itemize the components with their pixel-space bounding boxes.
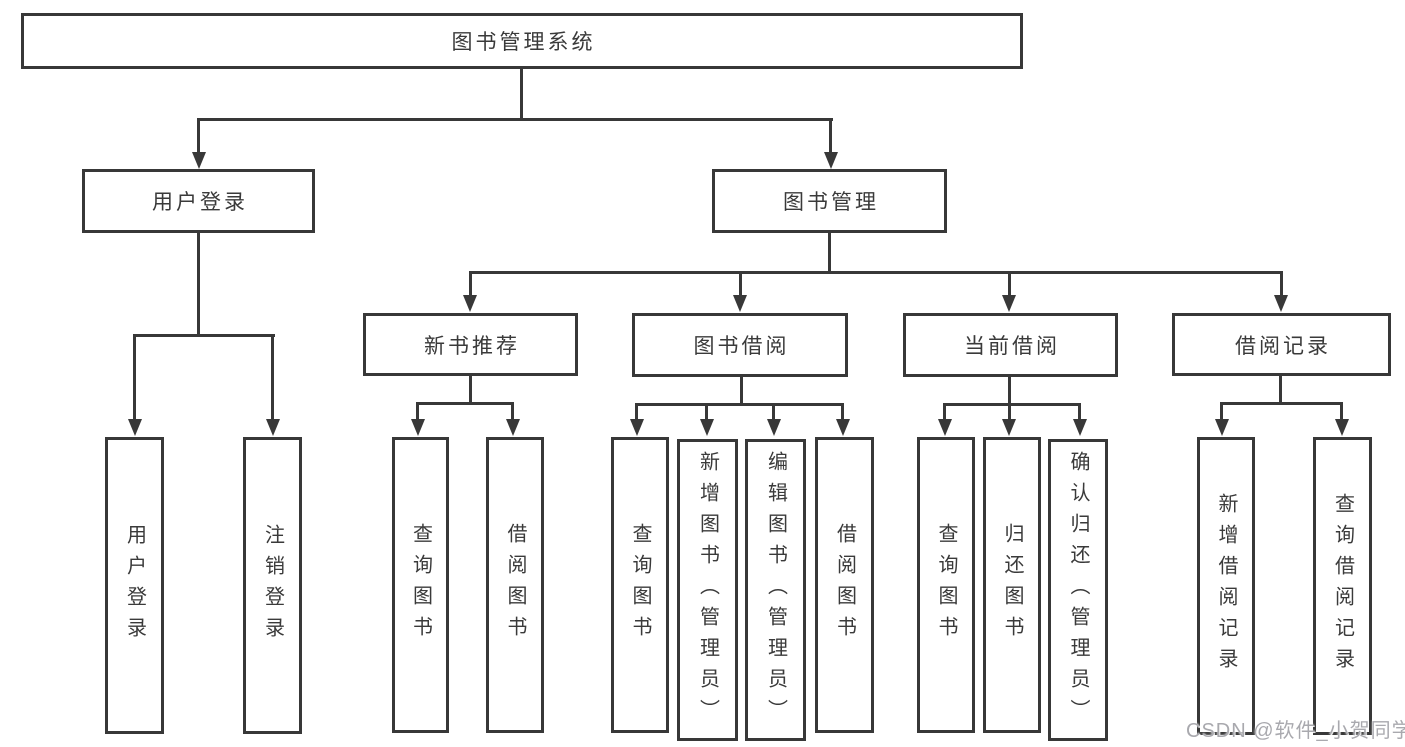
connector-line: [1008, 375, 1011, 406]
node-current-borrowing: 当前借阅: [903, 313, 1118, 377]
leaf-label: 确认归还（管理员）: [1067, 450, 1089, 730]
leaf-borrow-books: 借阅图书: [815, 437, 874, 733]
leaf-label: 新增借阅记录: [1215, 493, 1237, 679]
node-book-borrowing: 图书借阅: [632, 313, 848, 377]
connector-line: [943, 403, 1081, 406]
arrow-down-icon: [700, 419, 714, 436]
connector-line: [943, 403, 946, 420]
arrow-down-icon: [506, 419, 520, 436]
leaf-label: 查询图书: [935, 523, 957, 647]
arrow-down-icon: [1335, 419, 1349, 436]
leaf-edit-books-admin: 编辑图书（管理员）: [745, 439, 806, 741]
connector-line: [469, 271, 1283, 274]
arrow-down-icon: [1215, 419, 1229, 436]
connector-line: [1220, 402, 1223, 420]
connector-line: [635, 403, 844, 406]
connector-line: [197, 230, 200, 337]
connector-line: [841, 403, 844, 420]
leaf-label: 新增图书（管理员）: [696, 450, 719, 730]
node-new-book-recommendation: 新书推荐: [363, 313, 578, 376]
connector-line: [133, 334, 275, 337]
connector-line: [271, 334, 274, 420]
arrow-down-icon: [411, 419, 425, 436]
node-label: 图书管理系统: [451, 31, 596, 54]
arrow-down-icon: [266, 419, 280, 436]
arrow-down-icon: [1274, 295, 1288, 312]
leaf-user-login: 用户登录: [105, 437, 164, 734]
connector-line: [740, 375, 743, 406]
arrow-down-icon: [630, 419, 644, 436]
node-label: 图书借阅: [693, 335, 790, 358]
leaf-label: 借阅图书: [504, 523, 526, 647]
leaf-label: 查询图书: [409, 523, 432, 647]
connector-line: [705, 403, 708, 420]
leaf-query-borrow-record: 查询借阅记录: [1313, 437, 1372, 735]
node-label: 借阅记录: [1235, 334, 1331, 358]
node-label: 新书推荐: [424, 334, 520, 358]
node-label: 当前借阅: [964, 335, 1060, 358]
leaf-label: 注销登录: [261, 523, 284, 648]
node-book-management: 图书管理: [712, 169, 947, 233]
leaf-return-books: 归还图书: [983, 437, 1041, 733]
connector-line: [828, 230, 831, 273]
connector-line: [416, 402, 514, 405]
connector-line: [197, 118, 200, 153]
leaf-add-books-admin: 新增图书（管理员）: [677, 439, 738, 741]
csdn-watermark: CSDN @软件_小贺同学: [1186, 720, 1405, 742]
leaf-label: 归还图书: [1001, 523, 1023, 647]
connector-line: [635, 403, 638, 420]
connector-line: [469, 271, 472, 296]
connector-line: [469, 374, 472, 405]
leaf-confirm-return-admin: 确认归还（管理员）: [1048, 439, 1108, 741]
leaf-label: 编辑图书（管理员）: [764, 450, 787, 730]
connector-line: [520, 66, 523, 120]
connector-line: [1008, 403, 1011, 420]
node-library-management-system: 图书管理系统: [21, 13, 1023, 69]
arrow-down-icon: [192, 152, 206, 169]
connector-line: [739, 271, 742, 296]
connector-line: [1340, 402, 1343, 420]
connector-line: [133, 334, 136, 420]
arrow-down-icon: [836, 419, 850, 436]
arrow-down-icon: [824, 152, 838, 169]
leaf-query-books-current: 查询图书: [917, 437, 975, 733]
node-label: 图书管理: [783, 191, 879, 214]
connector-line: [197, 118, 833, 121]
arrow-down-icon: [1002, 295, 1016, 312]
connector-line: [511, 402, 514, 420]
arrow-down-icon: [1073, 419, 1087, 436]
connector-line: [1279, 374, 1282, 405]
arrow-down-icon: [1002, 419, 1016, 436]
leaf-label: 查询图书: [629, 523, 651, 647]
leaf-logout: 注销登录: [243, 437, 302, 734]
connector-line: [1280, 271, 1283, 296]
leaf-query-books-borrowing: 查询图书: [611, 437, 669, 733]
leaf-query-books-recommend: 查询图书: [392, 437, 449, 733]
arrow-down-icon: [463, 295, 477, 312]
leaf-add-borrow-record: 新增借阅记录: [1197, 437, 1255, 735]
leaf-label: 查询借阅记录: [1331, 493, 1354, 679]
node-borrowing-records: 借阅记录: [1172, 313, 1391, 376]
connector-line: [1008, 271, 1011, 296]
leaf-label: 借阅图书: [833, 523, 856, 647]
node-label: 用户登录: [152, 191, 248, 214]
arrow-down-icon: [767, 419, 781, 436]
arrow-down-icon: [733, 295, 747, 312]
arrow-down-icon: [938, 419, 952, 436]
node-user-login: 用户登录: [82, 169, 315, 233]
arrow-down-icon: [128, 419, 142, 436]
connector-line: [1078, 403, 1081, 420]
connector-line: [829, 118, 832, 153]
connector-line: [416, 402, 419, 420]
leaf-borrow-books-recommend: 借阅图书: [486, 437, 544, 733]
connector-line: [1220, 402, 1343, 405]
leaf-label: 用户登录: [123, 523, 146, 648]
connector-line: [772, 403, 775, 420]
